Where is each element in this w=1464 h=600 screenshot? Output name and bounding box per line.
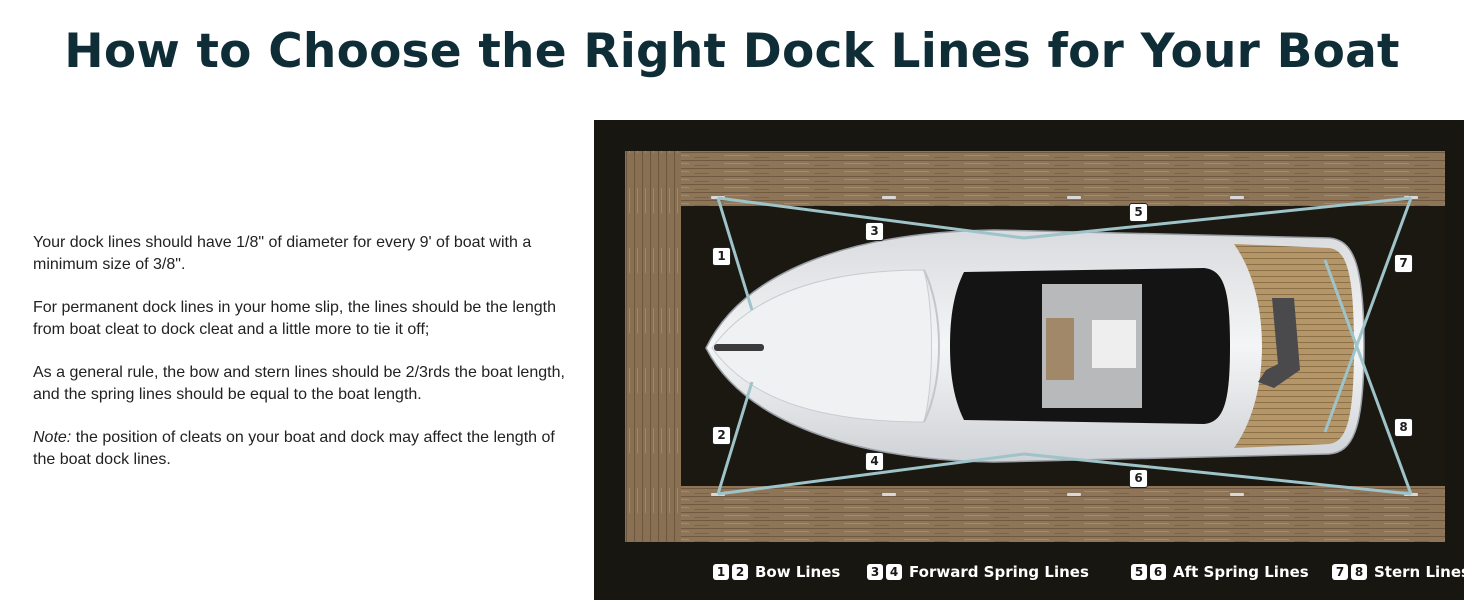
- permanent-lines-paragraph: For permanent dock lines in your home sl…: [33, 299, 556, 338]
- line-badge-6: 6: [1129, 469, 1148, 488]
- legend-number: 8: [1351, 564, 1367, 580]
- bottom-dock: [625, 486, 1445, 542]
- top-dock: [625, 151, 1445, 206]
- bow-line-1: [716, 197, 754, 311]
- legend-number: 1: [713, 564, 729, 580]
- legend-bow-lines: 1 2 Bow Lines: [713, 563, 840, 581]
- aft-spring-line-6: [1023, 452, 1412, 496]
- legend-label: Stern Lines: [1374, 563, 1464, 581]
- legend-aft-spring-lines: 5 6 Aft Spring Lines: [1131, 563, 1309, 581]
- line-badge-5: 5: [1129, 203, 1148, 222]
- legend-label: Forward Spring Lines: [909, 563, 1089, 581]
- note-label: Note:: [33, 429, 72, 446]
- note-text: the position of cleats on your boat and …: [33, 429, 555, 468]
- legend-number: 7: [1332, 564, 1348, 580]
- line-badge-8: 8: [1394, 418, 1413, 437]
- stern-line-8: [1323, 259, 1413, 495]
- dock-line-guidance: Your dock lines should have 1/8" of diam…: [33, 232, 573, 492]
- forward-spring-line-4: [717, 452, 1025, 496]
- boat-slip-illustration: [625, 151, 1445, 542]
- legend-label: Aft Spring Lines: [1173, 563, 1309, 581]
- legend-label: Bow Lines: [755, 563, 841, 581]
- forward-spring-line-3: [717, 196, 1025, 240]
- line-badge-2: 2: [712, 426, 731, 445]
- page-title: How to Choose the Right Dock Lines for Y…: [64, 24, 1400, 79]
- legend-number: 3: [867, 564, 883, 580]
- line-badge-4: 4: [865, 452, 884, 471]
- legend-forward-spring-lines: 3 4 Forward Spring Lines: [867, 563, 1089, 581]
- line-badge-3: 3: [865, 222, 884, 241]
- legend-number: 2: [732, 564, 748, 580]
- legend-stern-lines: 7 8 Stern Lines: [1332, 563, 1464, 581]
- dock-lines: [716, 196, 1413, 496]
- line-badge-1: 1: [712, 247, 731, 266]
- general-rule-paragraph: As a general rule, the bow and stern lin…: [33, 364, 565, 403]
- legend-number: 4: [886, 564, 902, 580]
- note-paragraph: Note: the position of cleats on your boa…: [33, 427, 573, 471]
- diameter-paragraph: Your dock lines should have 1/8" of diam…: [33, 234, 532, 273]
- stern-line-7: [1323, 197, 1413, 433]
- aft-spring-line-5: [1023, 196, 1412, 240]
- dock-lines-legend: 1 2 Bow Lines 3 4 Forward Spring Lines 5…: [594, 563, 1464, 593]
- bow-line-2: [716, 381, 754, 495]
- legend-number: 5: [1131, 564, 1147, 580]
- legend-number: 6: [1150, 564, 1166, 580]
- dock-lines-diagram: 1 2 3 4 5 6 7 8 1 2 Bow Lines 3 4 Forwar…: [594, 120, 1464, 600]
- line-badge-7: 7: [1394, 254, 1413, 273]
